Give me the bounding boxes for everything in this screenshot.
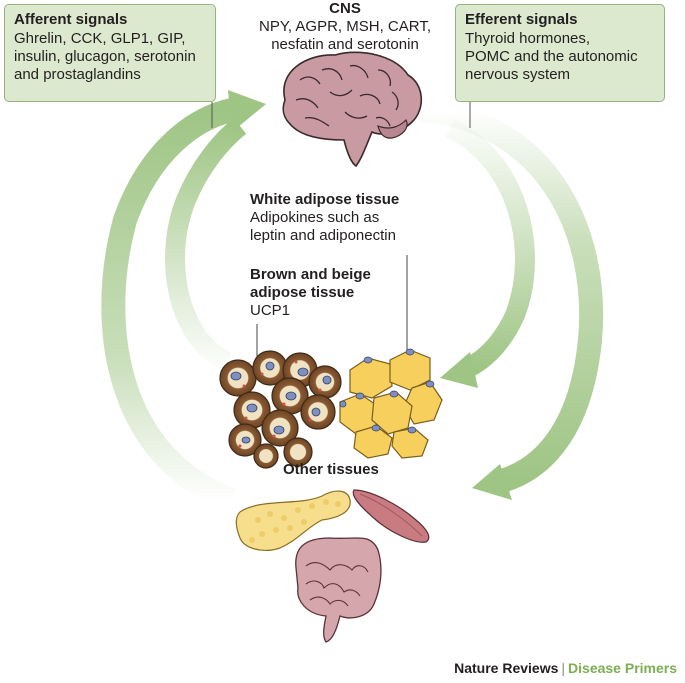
cns-signals: NPY, AGPR, MSH, CART, nesfatin and serot… xyxy=(259,18,431,53)
pancreas-icon xyxy=(235,490,351,551)
white-adipocytes-icon xyxy=(339,348,443,459)
other-tissues-label: Other tissues xyxy=(283,461,379,478)
cns-title: CNS xyxy=(329,0,361,17)
cns-label: CNS NPY, AGPR, MSH, CART, nesfatin and s… xyxy=(230,0,460,54)
efferent-signals-box: Efferent signals Thyroid hormones, POMC … xyxy=(455,4,665,102)
arrow-left-outer xyxy=(101,90,266,512)
afferent-signals-title: Afferent signals xyxy=(14,11,128,28)
brown-adipose-body: UCP1 xyxy=(250,302,291,319)
brown-adipocytes-icon xyxy=(219,350,342,469)
arrow-left-inner xyxy=(165,118,247,372)
afferent-signals-box: Afferent signals Ghrelin, CCK, GLP1, GIP… xyxy=(4,4,216,102)
white-adipose-title: White adipose tissue xyxy=(250,191,400,208)
intestine-icon xyxy=(295,537,382,643)
white-adipose-label: White adipose tissue Adipokines such as … xyxy=(250,191,450,245)
efferent-signals-title: Efferent signals xyxy=(465,11,578,28)
brown-adipose-title: Brown and beige adipose tissue xyxy=(250,266,371,301)
footer-separator: | xyxy=(561,660,566,676)
afferent-signals-list: Ghrelin, CCK, GLP1, GIP, insulin, glucag… xyxy=(14,30,196,83)
arrow-right-inner xyxy=(440,118,535,388)
arrow-right-outer xyxy=(418,98,604,500)
efferent-signals-list: Thyroid hormones, POMC and the autonomic… xyxy=(465,30,638,83)
brown-adipose-label: Brown and beige adipose tissue UCP1 xyxy=(250,266,450,320)
brain-icon xyxy=(282,51,423,168)
footer-credit: Nature Reviews|Disease Primers xyxy=(454,660,677,676)
footer-section: Disease Primers xyxy=(568,660,677,676)
footer-journal: Nature Reviews xyxy=(454,660,559,676)
white-adipose-body: Adipokines such as leptin and adiponecti… xyxy=(250,209,396,244)
muscle-icon xyxy=(352,489,430,543)
